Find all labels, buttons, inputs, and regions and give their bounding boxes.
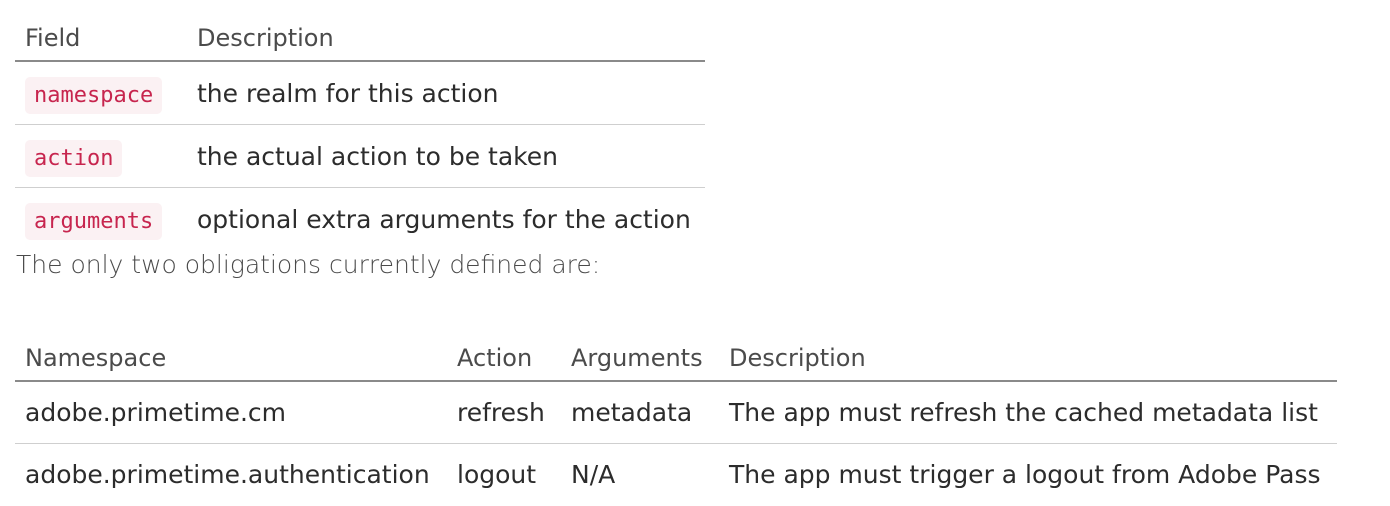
arguments-cell: N/A: [571, 460, 616, 489]
table-row: action the actual action to be taken: [15, 124, 705, 188]
field-cell: action: [15, 124, 187, 188]
namespace-cell: adobe.primetime.cm: [15, 381, 447, 444]
obligations-table: Namespace Action Arguments Description a…: [15, 336, 1337, 505]
header-action: Action: [447, 336, 561, 382]
description-cell: The app must refresh the cached metadata…: [719, 381, 1337, 444]
field-cell: namespace: [15, 61, 187, 125]
header-arguments: Arguments: [561, 336, 719, 382]
header-field: Field: [15, 16, 187, 62]
description-cell: The app must trigger a logout from Adobe…: [729, 460, 1321, 489]
action-cell: logout: [457, 460, 537, 489]
field-cell: arguments: [15, 188, 187, 251]
obligations-intro-text: The only two obligations currently defin…: [16, 250, 601, 279]
table-row: namespace the realm for this action: [15, 61, 705, 125]
obligations-table-header-row: Namespace Action Arguments Description: [15, 336, 1337, 382]
field-code: action: [25, 139, 123, 177]
fields-table: Field Description namespace the realm fo…: [15, 16, 705, 250]
description-cell: the actual action to be taken: [187, 124, 705, 188]
field-code: namespace: [25, 76, 163, 114]
table-row: arguments optional extra arguments for t…: [15, 188, 705, 251]
description-cell: the realm for this action: [187, 61, 705, 125]
action-cell: refresh: [447, 381, 561, 444]
header-description: Description: [719, 336, 1337, 382]
field-code: arguments: [25, 202, 163, 240]
fields-table-header-row: Field Description: [15, 16, 705, 62]
namespace-cell: adobe.primetime.authentication: [25, 460, 430, 489]
table-row: adobe.primetime.cm refresh metadata The …: [15, 381, 1337, 444]
header-namespace: Namespace: [15, 336, 447, 382]
header-description: Description: [187, 16, 705, 62]
description-cell: optional extra arguments for the action: [197, 204, 691, 234]
arguments-cell: metadata: [561, 381, 719, 444]
table-row: adobe.primetime.authentication logout N/…: [15, 444, 1337, 506]
